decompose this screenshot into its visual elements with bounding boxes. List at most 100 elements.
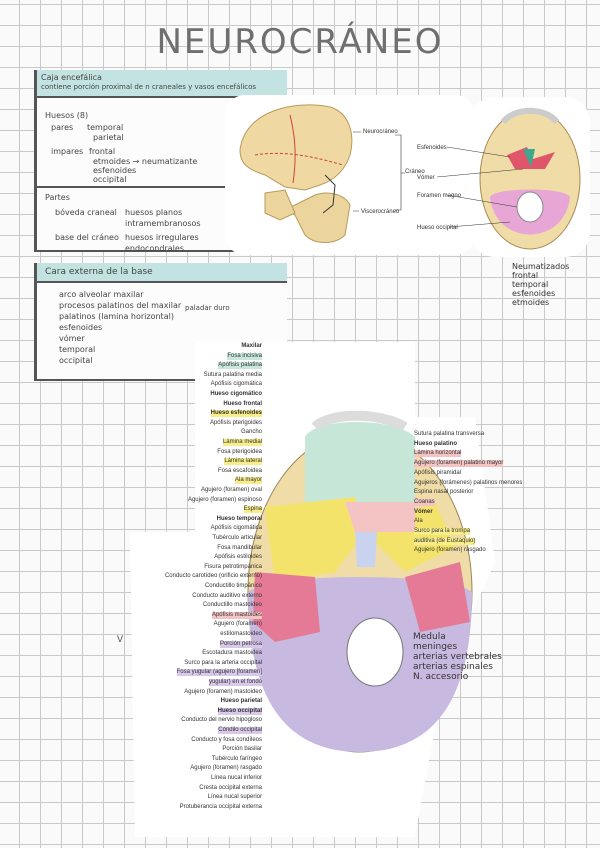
diagram-label: Coanas: [414, 498, 435, 506]
diagram-label: Agujero (foramen) palatino mayor: [414, 460, 504, 468]
base-item: vómer: [59, 334, 85, 343]
small-vomer-label: Vómer: [417, 175, 435, 181]
diagram-label: Escotadura mastoidea: [202, 650, 262, 657]
diagram-label: Conducto auditivo externo: [192, 592, 262, 599]
diagram-label: Agujero (foramen) oval: [200, 487, 262, 493]
diagram-label: Lámina lateral: [224, 458, 262, 466]
diagram-label: Hueso palatino: [414, 440, 458, 447]
diagram-label: Fisura petrotimpánica: [204, 563, 262, 570]
foramen-note: meninges: [413, 642, 458, 652]
foramen-note: Medula: [413, 632, 446, 642]
diagram-label: Sutura palatina media: [203, 371, 262, 378]
diagram-label: Lámina horizontal: [414, 450, 462, 458]
base-note: huesos irregulares endocondrales: [125, 233, 199, 253]
neumatizados-item: esfenoides: [512, 289, 556, 298]
palate-note: paladar duro: [185, 304, 230, 312]
diagram-label: Agujero (foramen) rasgado: [190, 765, 262, 772]
diagram-label: Conductillo mastoideo: [202, 602, 262, 609]
diagram-label: Ala: [414, 518, 423, 525]
impares-item: occipital: [93, 175, 127, 184]
diagram-label: Sutura palatina transversa: [414, 431, 485, 437]
diagram-label: Fosa incisiva: [227, 352, 262, 360]
impares-item: esfenoides: [93, 166, 137, 175]
base-item: temporal: [59, 345, 96, 354]
diagram-label: Porción basilar: [222, 746, 262, 753]
neuro-label: Neurocráneo: [363, 129, 398, 135]
diagram-label: Cóndilo occipital: [218, 727, 262, 734]
base-item: palatinos (lamina horizontal): [59, 312, 174, 321]
pares-label: pares: [51, 123, 74, 132]
impares-item: etmoides → neumatizante: [93, 157, 198, 166]
small-esfenoides-label: Esfenoides: [417, 145, 447, 151]
huesos-header: Huesos (8): [45, 111, 89, 120]
foramen-note: arterias vertebrales: [413, 652, 502, 662]
neumatizados-item: frontal: [512, 271, 539, 280]
diagram-label: Conducto y fosa condíleos: [191, 736, 262, 743]
diagram-label: Surco para la trompa: [414, 528, 471, 535]
encefalic-box-title: Caja encefálica contiene porción proxima…: [37, 70, 287, 98]
diagram-label: Tubérculo faríngeo: [211, 755, 262, 762]
diagram-label: Línea nucal inferior: [210, 775, 262, 781]
diagram-label: Agujero (foramen): [213, 621, 262, 628]
diagram-label: Porción petrosa: [219, 640, 262, 648]
diagram-label: Fosa yugular (agujero [foramen]: [176, 669, 262, 677]
impares-label: impares: [51, 147, 84, 156]
diagram-label: Lámina medial: [222, 439, 262, 446]
viscero-label: Viscerocráneo: [361, 209, 400, 215]
diagram-label: Apófisis cigomática: [210, 525, 262, 532]
diagram-label: Gancho: [240, 429, 262, 436]
diagram-label: Hueso occipital: [217, 707, 262, 715]
diagram-label: yugular) en el fondo: [208, 679, 262, 686]
v-mark: V: [117, 634, 124, 644]
diagram-label: Hueso esfenoides: [210, 410, 262, 418]
neumatizados-list: Neumatizados frontal temporal esfenoides…: [512, 262, 569, 307]
diagram-label: auditiva (de Eustaquio): [414, 537, 476, 545]
diagram-label: Maxilar: [241, 343, 262, 349]
diagram-label: Apófisis mastoides: [211, 611, 262, 619]
diagram-label: Fosa pterigoidea: [217, 448, 262, 455]
diagram-label: Vómer: [414, 508, 433, 515]
diagram-label: Tubérculo articular: [212, 535, 262, 541]
small-foramen-label: Foramen magno: [417, 193, 462, 199]
cranio-label: Cráneo: [405, 169, 425, 175]
diagram-label: Hueso cigomático: [210, 391, 262, 397]
diagram-label: Ala mayor: [234, 477, 262, 485]
foramen-notes: Medula meninges arterias vertebrales art…: [413, 632, 502, 682]
partes-header: Partes: [45, 193, 70, 202]
diagram-label: Conducto carotídeo (orificio externo): [164, 573, 262, 580]
small-skull-base-figure: Esfenoides Vómer Foramen magno Hueso occ…: [417, 97, 590, 257]
diagram-label: Apófisis cigomática: [210, 381, 262, 388]
diagram-label: Conducto del nervio hipogloso: [181, 717, 262, 724]
impares-item: frontal: [89, 147, 116, 156]
external-base-title-bar: Cara externa de la base: [37, 263, 287, 283]
neumatizados-header: Neumatizados: [512, 262, 570, 271]
diagram-label: Agujeros (forámenes) palatinos menores: [414, 479, 523, 486]
divider: [37, 186, 287, 188]
box-title-line2: contiene porción proximal de n craneales…: [41, 83, 257, 91]
diagram-label: Hueso temporal: [216, 515, 262, 522]
base-label: base del cráneo: [55, 233, 119, 242]
diagram-label: Protuberancia occipital externa: [179, 803, 262, 810]
boveda-label: bóveda craneal: [55, 208, 117, 217]
foramen-note: N. accesorio: [413, 672, 469, 682]
base-item: procesos palatinos del maxilar: [59, 301, 182, 310]
diagram-label: Apófisis estiloides: [214, 554, 262, 561]
diagram-label: Fosa mandibular: [217, 544, 262, 551]
diagram-label: Agujero (foramen) mastoideo: [184, 688, 262, 695]
pares-item: temporal: [87, 123, 124, 132]
pares-item: parietal: [93, 133, 124, 142]
diagram-label: Agujero (foramen) rasgado: [414, 547, 486, 554]
diagram-label: Agujero (foramen) espinoso: [187, 496, 262, 503]
diagram-label: Apófisis palatina: [218, 362, 262, 370]
diagram-label: Hueso frontal: [223, 400, 262, 407]
diagram-label: Hueso parietal: [220, 698, 262, 705]
diagram-label: Conductillo timpánico: [204, 583, 262, 589]
skull-base-diagram: [130, 342, 495, 837]
diagram-label: Línea nucal superior: [207, 794, 262, 801]
boveda-note: huesos planos intramembranosos: [125, 208, 201, 228]
external-base-title: Cara externa de la base: [45, 267, 153, 277]
diagram-label: Cresta occipital externa: [199, 784, 262, 791]
neumatizados-item: etmoides: [512, 298, 550, 307]
diagram-label: Apófisis piramidal: [414, 469, 462, 476]
small-occipital-label: Hueso occipital: [417, 225, 458, 231]
